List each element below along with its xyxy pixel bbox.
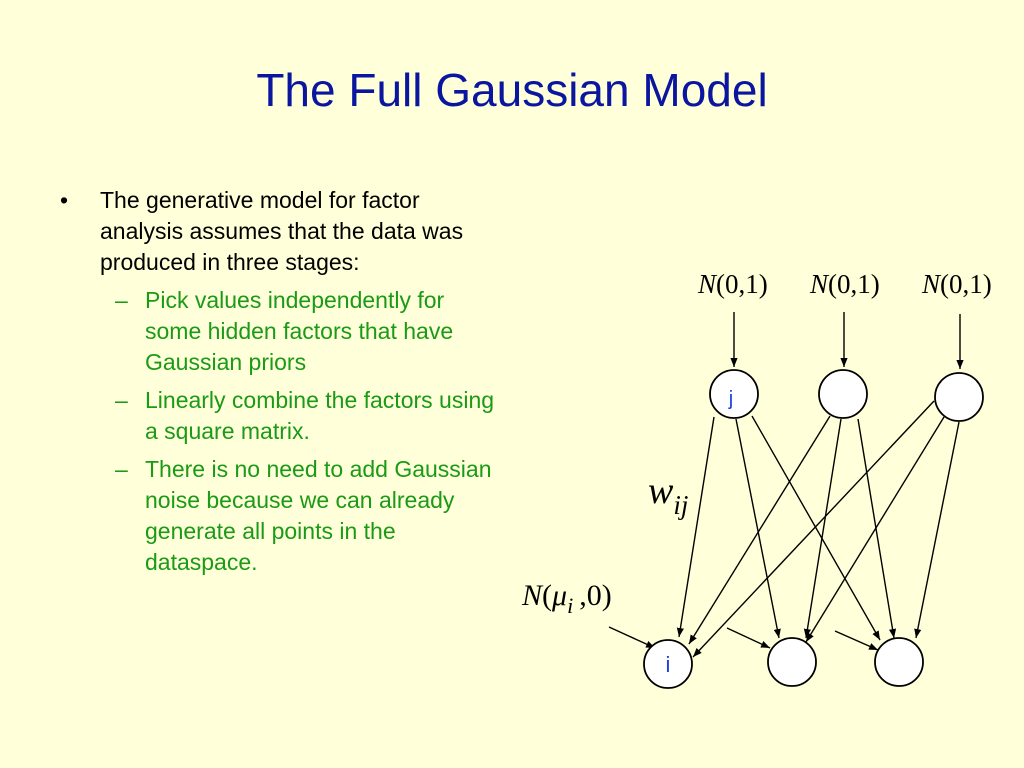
bullet-list: • The generative model for factor analys… [58, 185, 503, 578]
hidden-unit-label: j [728, 388, 733, 410]
weight-arrow [803, 418, 842, 639]
prior-label: N(0,1) [809, 269, 880, 299]
visible-unit [767, 637, 817, 687]
sub-bullet-text: Pick values independently for some hidde… [145, 287, 454, 375]
sub-bullet: – Linearly combine the factors using a s… [100, 385, 503, 447]
weight-arrow [751, 415, 881, 641]
weight-arrow [805, 416, 945, 643]
sub-bullet-text: There is no need to add Gaussian noise b… [145, 456, 492, 575]
main-bullet-text: The generative model for factor analysis… [100, 187, 464, 275]
dash-icon: – [115, 456, 128, 482]
visible-prior-arrow [726, 627, 771, 649]
weight-arrow [692, 400, 935, 658]
sub-bullet-text: Linearly combine the factors using a squ… [145, 387, 495, 444]
dash-icon: – [115, 387, 128, 413]
visible-prior-arrow [608, 626, 656, 649]
hidden-unit [818, 369, 868, 419]
visible-unit [874, 637, 924, 687]
hidden-unit [934, 372, 984, 422]
prior-label: N(0,1) [697, 269, 768, 299]
main-bullet: • The generative model for factor analys… [58, 185, 503, 578]
slide-title: The Full Gaussian Model [256, 64, 768, 116]
visible-prior-arrow [834, 630, 879, 651]
dash-icon: – [115, 287, 128, 313]
weight-arrow [914, 421, 960, 639]
bullet-dot-icon: • [60, 187, 69, 213]
weight-label: wij [648, 470, 688, 520]
visible-unit-i [643, 639, 693, 689]
sub-bullet: – There is no need to add Gaussian noise… [100, 454, 503, 578]
weight-arrow [735, 418, 781, 639]
weight-arrow [688, 415, 831, 645]
weight-arrow [676, 416, 715, 638]
visible-prior-label: N(μi,0) [521, 579, 612, 618]
visible-unit-label: i [666, 652, 671, 677]
hidden-unit-j [709, 369, 759, 419]
prior-label: N(0,1) [921, 269, 992, 299]
sub-bullet: – Pick values independently for some hid… [100, 285, 503, 378]
